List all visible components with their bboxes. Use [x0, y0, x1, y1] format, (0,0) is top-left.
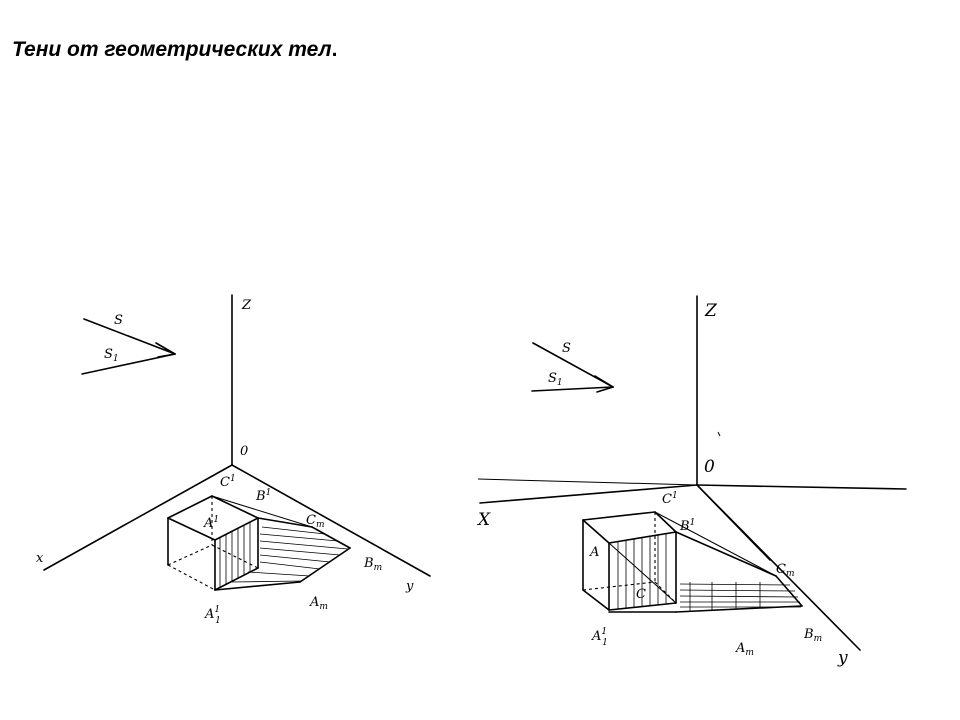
label-point-b: B1 [255, 488, 271, 504]
label-point-at-sub: т [319, 602, 328, 612]
label-point-a: A [589, 545, 599, 560]
label-ray-s1-sub: 1 [113, 354, 119, 364]
axis-diagonal-line [696, 484, 771, 561]
label-point-ct-sub: т [316, 520, 325, 530]
label-point-at-letter: A [735, 641, 745, 656]
label-ray-s1: S1 [548, 371, 563, 388]
label-ray-s1-sub: 1 [557, 378, 563, 388]
label-point-bt-sub: т [374, 563, 383, 573]
light-ray-s [532, 342, 614, 393]
label-point-at: Aт [309, 595, 328, 612]
label-point-a1-letter: A [204, 607, 214, 622]
light-ray-s [83, 318, 176, 358]
light-ray-s1 [531, 386, 614, 392]
label-origin: 0 [240, 444, 248, 459]
label-point-ct-letter: C [306, 513, 316, 528]
cube-left [167, 495, 259, 591]
label-point-c-sup: 1 [672, 491, 678, 501]
label-point-a1-sub: 1 [602, 638, 608, 648]
label-point-a1-sub: 1 [215, 616, 221, 626]
label-axis-x: x [36, 551, 44, 566]
label-point-ct: Cт [306, 513, 325, 530]
label-point-bt-sub: т [814, 634, 823, 644]
cube-right [582, 511, 677, 611]
light-ray-s1 [81, 353, 176, 375]
label-ray-s1: S1 [104, 347, 119, 364]
title-punct: . [331, 38, 338, 61]
label-point-c-inner: C [636, 587, 646, 602]
label-point-ct: Cт [776, 562, 795, 579]
axis-x-line [479, 484, 698, 504]
shadow-left [211, 495, 351, 591]
label-point-ct-sub: т [786, 569, 795, 579]
tick-mark [717, 431, 721, 437]
label-axis-y: y [405, 579, 414, 594]
label-point-b: B1 [679, 518, 695, 534]
shadow-right [608, 511, 803, 613]
axis-y-line [231, 464, 431, 577]
label-point-c: C1 [662, 491, 678, 507]
label-point-b-letter: B [255, 489, 266, 504]
label-point-c-letter: C [662, 492, 672, 507]
title-text: Тени от геометрических тел [12, 38, 332, 61]
label-point-a1-sup: 1 [214, 605, 220, 615]
label-ray-s1-letter: S [104, 347, 113, 362]
slide-title: Тени от геометрических тел. [12, 38, 337, 62]
axis-x-line [43, 464, 233, 571]
label-point-a-sup: 1 [213, 515, 219, 525]
label-point-at: Aт [735, 641, 754, 658]
label-point-at-sub: т [745, 648, 754, 658]
label-point-ct-letter: C [776, 562, 786, 577]
label-point-a: A1 [203, 515, 219, 531]
label-axis-x: X [476, 510, 491, 530]
label-point-a-letter: A [203, 516, 213, 531]
label-ray-s: S [114, 313, 123, 328]
label-point-c: C1 [220, 474, 236, 490]
label-point-bt-letter: B [803, 627, 814, 642]
label-axis-y: y [837, 648, 848, 668]
label-point-a1-letter: A [591, 629, 601, 644]
label-axis-z: Z [241, 298, 252, 313]
label-point-b-sup: 1 [266, 488, 272, 498]
axis-horizontal-line [696, 484, 907, 490]
label-axis-z: Z [704, 301, 718, 321]
label-point-at-letter: A [309, 595, 319, 610]
label-point-bt-letter: B [363, 556, 374, 571]
label-point-bt: Bт [803, 627, 822, 644]
label-ray-s1-letter: S [548, 371, 557, 386]
label-point-a1-sup: 1 [601, 627, 607, 637]
label-point-bt: Bт [363, 556, 382, 573]
axis-x-extension [477, 478, 698, 486]
label-ray-s: S [562, 341, 571, 356]
label-point-c-letter: C [220, 475, 230, 490]
label-point-c-sup: 1 [230, 474, 236, 484]
label-point-b-letter: B [679, 519, 690, 534]
label-origin: 0 [704, 457, 715, 477]
label-point-b-sup: 1 [690, 518, 696, 528]
